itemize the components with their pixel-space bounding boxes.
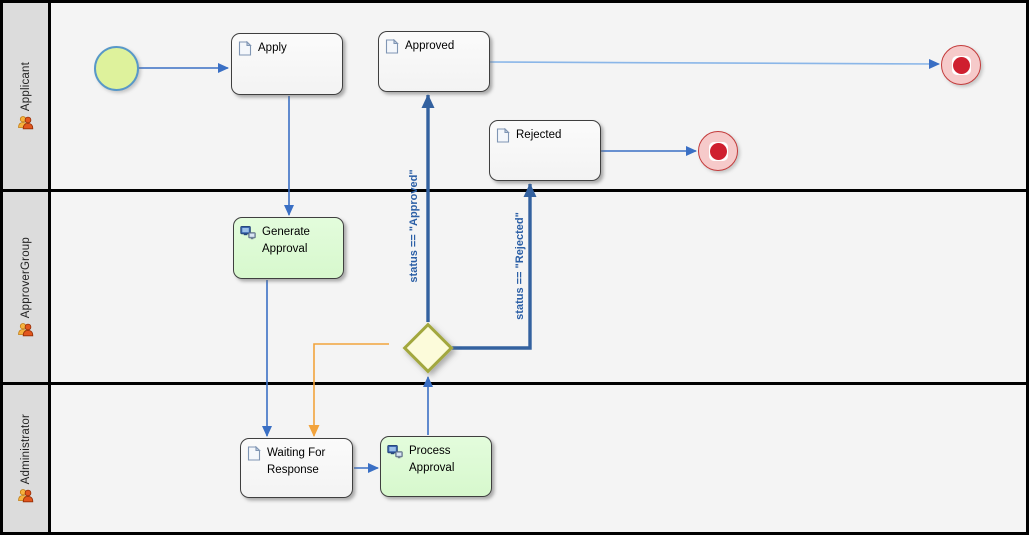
computers-icon — [240, 224, 256, 241]
document-icon — [247, 445, 261, 461]
lane-body-administrator — [51, 385, 1026, 532]
task-process-approval[interactable]: Process Approval — [380, 436, 492, 497]
document-icon — [496, 127, 510, 143]
task-approved[interactable]: Approved — [378, 31, 490, 92]
people-icon — [17, 488, 34, 503]
computers-icon — [387, 443, 403, 460]
task-label: Generate Approval — [262, 226, 310, 256]
document-icon — [238, 40, 252, 56]
document-icon — [385, 38, 399, 54]
swimlanes: Applicant ApproverGroup — [3, 3, 1026, 532]
lane-label: Administrator — [19, 413, 32, 485]
lane-approvergroup: ApproverGroup — [3, 192, 1026, 385]
lane-administrator: Administrator — [3, 385, 1026, 532]
lane-label: Applicant — [19, 61, 32, 112]
task-apply[interactable]: Apply — [231, 33, 343, 95]
task-label: Apply — [258, 42, 287, 54]
lane-header-administrator[interactable]: Administrator — [3, 385, 51, 532]
people-icon — [17, 322, 34, 337]
flow-condition-approved-label: status == "Approved" — [408, 169, 420, 283]
end-event-rejected[interactable] — [698, 131, 738, 171]
start-event[interactable] — [94, 46, 139, 91]
end-event-dot — [709, 142, 727, 160]
task-generate-approval[interactable]: Generate Approval — [233, 217, 344, 279]
task-label: Waiting For Response — [267, 447, 326, 477]
lane-header-applicant[interactable]: Applicant — [3, 3, 51, 189]
task-label: Rejected — [516, 129, 562, 141]
lane-label: ApproverGroup — [19, 236, 32, 319]
task-label: Process Approval — [409, 445, 455, 475]
flow-condition-rejected-label: status == "Rejected" — [514, 212, 526, 320]
end-event-approved[interactable] — [941, 45, 981, 85]
task-waiting-for-response[interactable]: Waiting For Response — [240, 438, 353, 498]
task-label: Approved — [405, 40, 455, 52]
lane-header-approvergroup[interactable]: ApproverGroup — [3, 192, 51, 382]
task-rejected[interactable]: Rejected — [489, 120, 601, 181]
people-icon — [17, 115, 34, 130]
end-event-dot — [952, 56, 970, 74]
lane-body-approvergroup — [51, 192, 1026, 382]
